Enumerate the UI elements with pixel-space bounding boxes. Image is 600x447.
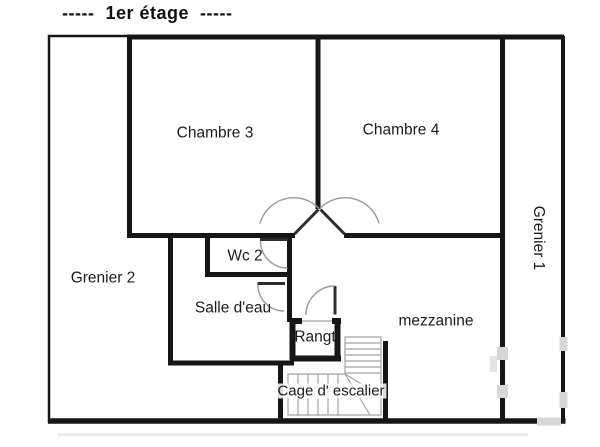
room-label-chambre-4: Chambre 4 (362, 121, 440, 139)
door-leaf-chambre3 (293, 208, 320, 236)
door-leaf-chambre4 (319, 208, 346, 236)
door-arc-wc2 (259, 240, 288, 269)
watermark-mark (490, 356, 497, 372)
watermark-mark (559, 337, 568, 351)
door-arcs (257, 197, 380, 316)
page-title: ----- 1er étage ----- (62, 3, 233, 23)
scan-shadow (58, 433, 528, 437)
watermark-marks (490, 337, 568, 426)
watermark-mark (537, 417, 561, 426)
door-arc-salledeau (257, 284, 285, 312)
outer-wall-left-top (47, 34, 129, 423)
room-label-salle-deau: Salle d'eau (194, 299, 272, 317)
room-label-grenier-1: Grenier 1 (529, 205, 547, 271)
door-arc-rangt (305, 285, 336, 316)
room-label-chambre-3: Chambre 3 (176, 124, 254, 142)
watermark-mark (497, 347, 508, 360)
door-arc-chambre3 (259, 197, 320, 224)
room-label-cage-escalier: Cage d' escalier (275, 382, 387, 400)
stair-treads-upper (345, 342, 381, 374)
room-label-grenier-2: Grenier 2 (70, 269, 136, 287)
walls-layer (47, 34, 566, 424)
watermark-mark (559, 392, 568, 408)
room-label-mezzanine: mezzanine (398, 312, 474, 330)
room-label-rangt: Rangt (294, 328, 336, 346)
watermark-mark (497, 385, 508, 398)
door-leaves (257, 208, 346, 315)
door-arc-chambre4 (319, 197, 380, 224)
room-label-wc-2: Wc 2 (227, 247, 263, 265)
